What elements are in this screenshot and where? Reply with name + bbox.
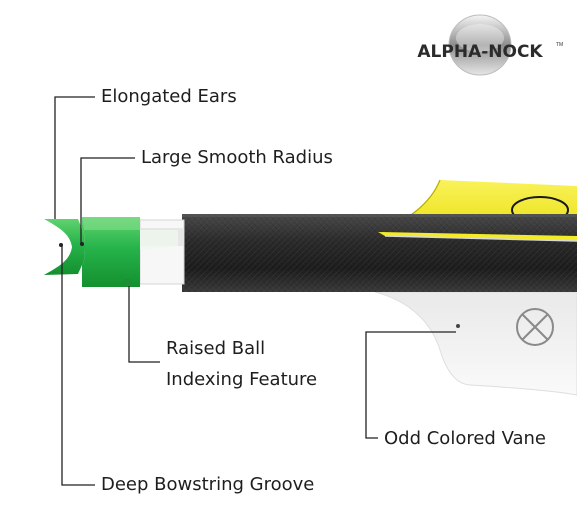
logo-trademark: TM: [556, 42, 564, 48]
green-nock: [44, 217, 178, 287]
logo-text: ALPHA-NOCK: [417, 42, 543, 62]
brand-logo: ALPHA-NOCK TM: [395, 12, 565, 92]
leader-raised-ball: [128, 286, 160, 363]
nock-collar: [139, 219, 185, 285]
leader-large-smooth-radius: [80, 157, 135, 244]
leader-deep-bowstring-groove: [61, 246, 95, 486]
leader-lines: [54, 96, 456, 486]
label-odd-colored-vane: Odd Colored Vane: [384, 428, 546, 449]
label-large-smooth-radius: Large Smooth Radius: [141, 147, 333, 168]
label-raised-ball-line2: Indexing Feature: [166, 369, 318, 390]
label-elongated-ears: Elongated Ears: [101, 86, 237, 107]
alpha-nock-logo: [448, 14, 512, 76]
vane-marker-x-circle: [516, 308, 554, 346]
odd-colored-white-vane: [374, 291, 577, 396]
label-raised-ball-line1: Raised Ball: [166, 338, 266, 359]
carbon-shaft: [182, 214, 577, 292]
label-deep-bowstring-groove: Deep Bowstring Groove: [101, 474, 315, 495]
leader-elongated-ears: [54, 96, 95, 219]
raised-ball-index: [122, 279, 132, 287]
leader-odd-colored-vane: [365, 331, 456, 439]
